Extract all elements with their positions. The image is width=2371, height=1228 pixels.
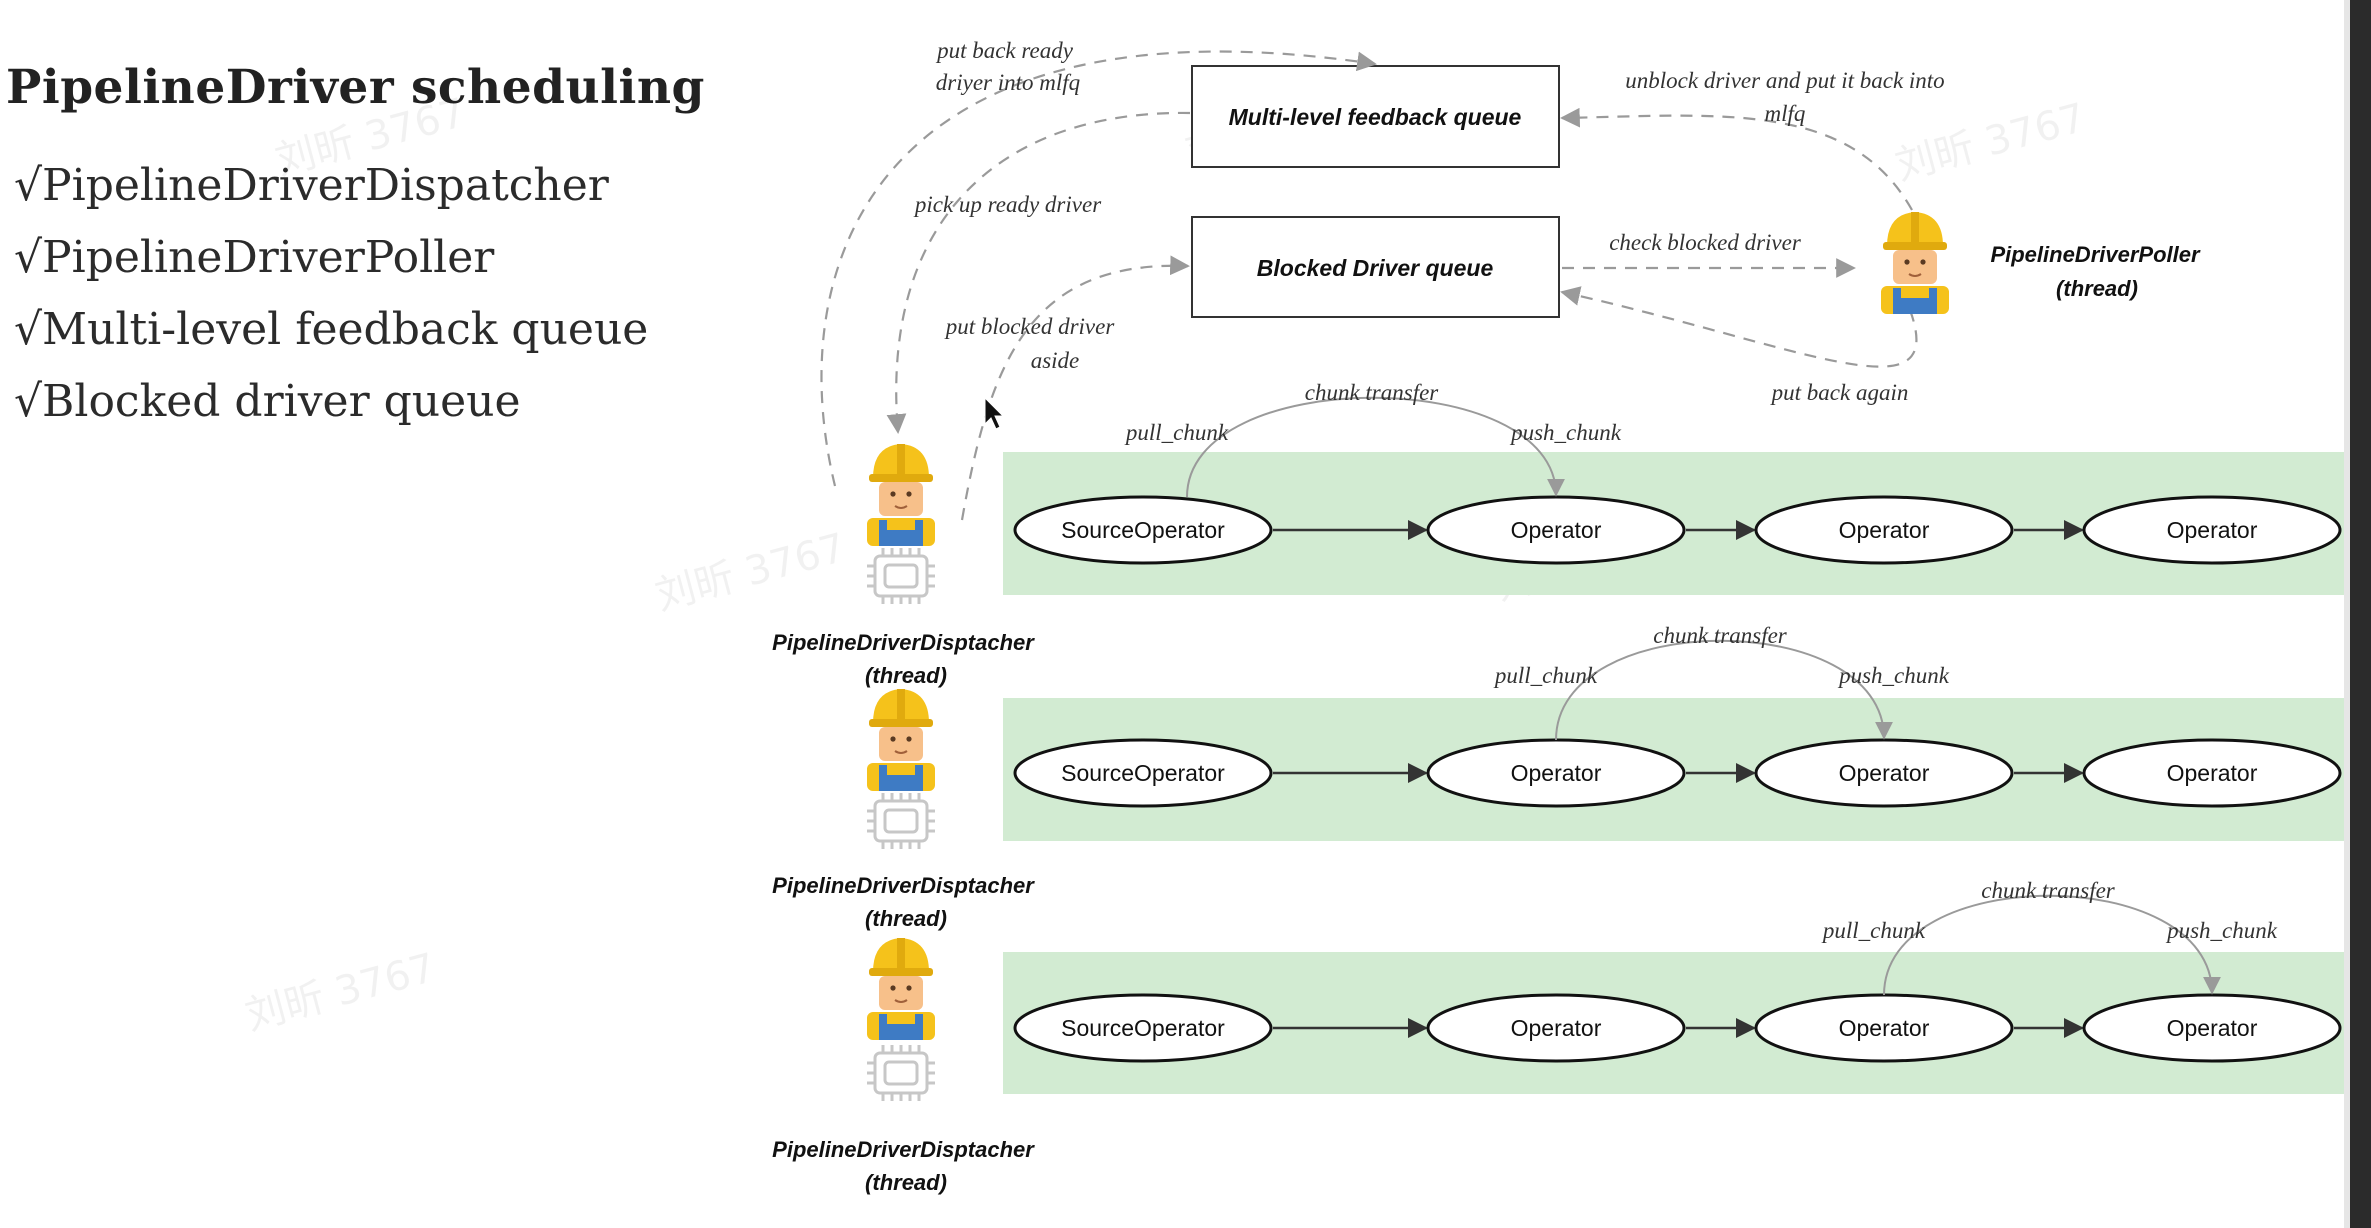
- cpu-chip-icon: [865, 1043, 937, 1103]
- operator-node: [1426, 993, 1686, 1063]
- edge-put-blocked-aside: [960, 255, 1190, 521]
- edge-put-back-again: [1560, 286, 1918, 368]
- operator-label: Operator: [1839, 1015, 1930, 1041]
- operator-label: SourceOperator: [1061, 760, 1225, 786]
- operator-label: SourceOperator: [1061, 517, 1225, 543]
- bullet-item: √PipelineDriverDispatcher: [14, 160, 609, 211]
- label-unblock-2: mlfq: [1765, 101, 1806, 126]
- watermark: 刘昕 3767: [1891, 95, 2091, 190]
- label-put-back-ready-1: put back ready: [935, 38, 1074, 63]
- blocked-queue-label: Blocked Driver queue: [1257, 255, 1494, 281]
- operator-node: [2082, 738, 2342, 808]
- operator-label: SourceOperator: [1061, 1015, 1225, 1041]
- operator-node: [1013, 993, 1273, 1063]
- dispatcher-name: PipelineDriverDisptacher: [772, 1137, 1035, 1162]
- slide-title: PipelineDriver scheduling: [6, 60, 705, 115]
- operator-label: Operator: [1839, 517, 1930, 543]
- operator-node: [1013, 738, 1273, 808]
- label-unblock-1: unblock driver and put it back into: [1625, 68, 1944, 93]
- operator-node: [1013, 495, 1273, 565]
- mouse-cursor-icon: [984, 396, 1005, 430]
- label-pick-up: pick up ready driver: [913, 192, 1102, 217]
- operator-label: Operator: [1511, 1015, 1602, 1041]
- operator-node: [1754, 495, 2014, 565]
- dispatcher-worker-icon: [866, 937, 936, 1041]
- operator-label: Operator: [1511, 517, 1602, 543]
- bullet-item: √Multi-level feedback queue: [14, 304, 649, 355]
- push-chunk-label: push_chunk: [1509, 420, 1622, 445]
- bullet-list: √PipelineDriverDispatcher √PipelineDrive…: [14, 150, 648, 438]
- window-edge: [2344, 0, 2352, 1228]
- dispatcher-name: PipelineDriverDisptacher: [772, 873, 1035, 898]
- blocked-queue-box: [1191, 216, 1560, 318]
- watermark: 刘昕 3767: [271, 90, 471, 185]
- label-put-back-again: put back again: [1770, 380, 1909, 405]
- chunk-transfer-arc: [1186, 396, 1565, 498]
- push-chunk-label: push_chunk: [2165, 918, 2278, 943]
- pull-chunk-label: pull_chunk: [1124, 420, 1229, 445]
- operator-label: Operator: [2167, 1015, 2258, 1041]
- label-check-blocked: check blocked driver: [1609, 230, 1802, 255]
- pull-chunk-label: pull_chunk: [1821, 918, 1926, 943]
- bullet-item: √PipelineDriverPoller: [14, 232, 495, 283]
- label-put-back-ready-2: driyer into mlfq: [936, 70, 1080, 95]
- operator-label: Operator: [2167, 760, 2258, 786]
- watermark: 刘昕 3767: [241, 945, 441, 1040]
- edge-pick-up-ready: [886, 111, 1191, 434]
- operator-label: Operator: [1511, 760, 1602, 786]
- pull-chunk-label: pull_chunk: [1493, 663, 1598, 688]
- mlfq-box: [1191, 65, 1560, 168]
- operator-node: [1754, 738, 2014, 808]
- poller-sub: (thread): [2056, 276, 2138, 301]
- operator-label: Operator: [1839, 760, 1930, 786]
- mlfq-label: Multi-level feedback queue: [1229, 104, 1522, 130]
- poller-worker-icon: [1880, 211, 1950, 315]
- poller-name: PipelineDriverPoller: [1990, 242, 2201, 267]
- chunk-transfer-label: chunk transfer: [1305, 380, 1440, 405]
- operator-node: [2082, 993, 2342, 1063]
- operator-node: [2082, 495, 2342, 565]
- window-border: [2350, 0, 2371, 1228]
- operator-node: [1426, 495, 1686, 565]
- cpu-chip-icon: [865, 546, 937, 606]
- label-put-blocked-2: aside: [1031, 348, 1080, 373]
- chunk-transfer-arc: [1883, 894, 2221, 996]
- chunk-transfer-arc: [1555, 639, 1893, 741]
- dispatcher-name: PipelineDriverDisptacher: [772, 630, 1035, 655]
- dispatcher-sub: (thread): [865, 906, 947, 931]
- cpu-chip-icon: [865, 791, 937, 851]
- watermark: 刘昕 3767: [651, 525, 851, 620]
- label-put-blocked-1: put blocked driver: [944, 314, 1116, 339]
- bullet-item: √Blocked driver queue: [14, 376, 521, 427]
- operator-label: Operator: [2167, 517, 2258, 543]
- dispatcher-sub: (thread): [865, 1170, 947, 1195]
- chunk-transfer-label: chunk transfer: [1981, 878, 2116, 903]
- edge-put-back-ready: [820, 50, 1377, 487]
- dispatcher-worker-icon: [866, 443, 936, 547]
- push-chunk-label: push_chunk: [1837, 663, 1950, 688]
- chunk-transfer-label: chunk transfer: [1653, 623, 1788, 648]
- edge-unblock: [1560, 107, 1913, 211]
- dispatcher-sub: (thread): [865, 663, 947, 688]
- dispatcher-worker-icon: [866, 688, 936, 792]
